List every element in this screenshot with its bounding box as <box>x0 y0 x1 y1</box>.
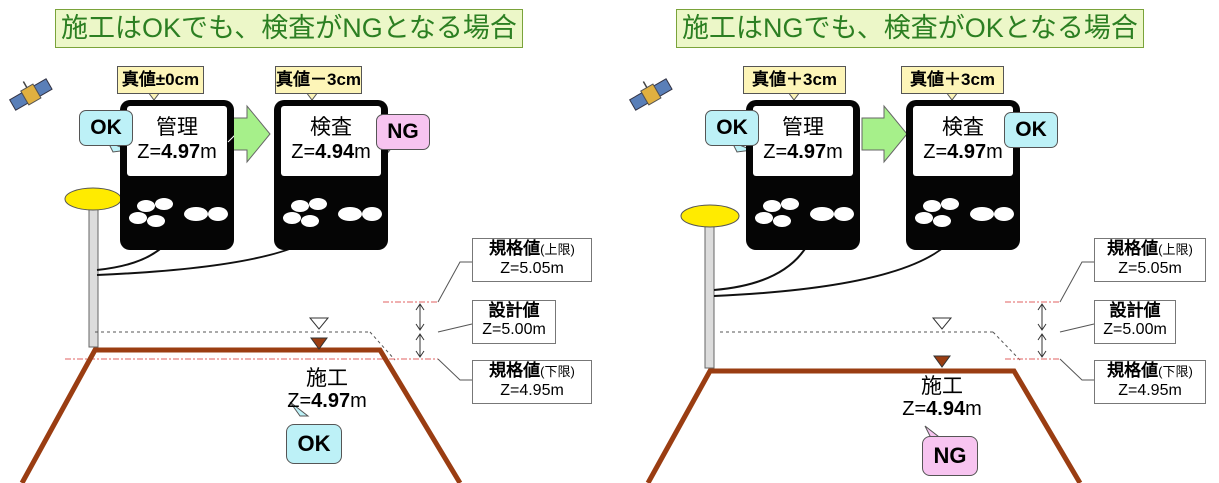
design-z: Z=5.00m <box>1103 321 1167 338</box>
spec-lower-label: 規格値 <box>1107 361 1159 380</box>
scenario-title: 施工はOKでも、検査がNGとなる場合 <box>55 9 523 48</box>
gnss-antenna-icon <box>64 187 122 211</box>
right-scenario-panel: 施工はNGでも、検査がOKとなる場合 真値＋3cm 管理 Z=4.97m OK … <box>610 0 1219 483</box>
spec-lower-z: Z=4.95m <box>500 382 564 399</box>
work-surface <box>19 347 463 483</box>
inspection-status-badge: OK <box>1004 112 1058 148</box>
device-label: 検査 <box>942 116 984 139</box>
device-reading: Z=4.97m <box>763 141 843 163</box>
control-status-badge: OK <box>705 110 759 146</box>
device-label: 管理 <box>782 116 824 139</box>
work-title: 施工 <box>306 367 348 390</box>
spec-upper-z: Z=5.05m <box>500 260 564 277</box>
device-label: 検査 <box>310 116 352 139</box>
spec-upper-box: 規格値(上限) Z=5.05m <box>1094 238 1206 282</box>
design-value-box: 設計値 Z=5.00m <box>472 300 556 344</box>
true-value-tag-control: 真値＋3cm <box>743 66 846 94</box>
device-reading: Z=4.94m <box>291 141 371 163</box>
work-title: 施工 <box>921 375 963 398</box>
spec-lower-z: Z=4.95m <box>1118 382 1182 399</box>
device-screen: 管理 Z=4.97m <box>127 106 227 176</box>
spec-upper-label: 規格値 <box>489 239 541 258</box>
work-result-badge: NG <box>922 436 978 476</box>
device-reading: Z=4.97m <box>137 141 217 163</box>
work-reading: Z=4.94m <box>902 398 982 420</box>
spec-upper-sub: (上限) <box>540 242 575 257</box>
satellite-icon <box>8 78 53 111</box>
spec-lower-label: 規格値 <box>489 361 541 380</box>
control-device: 管理 Z=4.97m <box>120 100 234 250</box>
device-buttons <box>915 198 1014 227</box>
true-value-tag-inspection: 真値－3cm <box>275 66 362 94</box>
device-reading: Z=4.97m <box>923 141 1003 163</box>
spec-upper-box: 規格値(上限) Z=5.05m <box>472 238 592 282</box>
design-label: 設計値 <box>488 301 540 320</box>
work-label: 施工 Z=4.97m <box>272 367 382 413</box>
spec-upper-label: 規格値 <box>1107 239 1159 258</box>
work-label: 施工 Z=4.94m <box>887 375 997 421</box>
device-screen: 検査 Z=4.94m <box>281 106 381 176</box>
device-buttons <box>755 198 854 227</box>
device-screen: 管理 Z=4.97m <box>753 106 853 176</box>
control-status-badge: OK <box>79 110 133 146</box>
left-diagram-graphics <box>8 78 473 483</box>
transfer-arrow <box>861 104 908 164</box>
device-screen: 検査 Z=4.97m <box>913 106 1013 176</box>
work-reading: Z=4.97m <box>287 390 367 412</box>
inspection-status-badge: NG <box>376 114 430 150</box>
design-z: Z=5.00m <box>482 321 546 338</box>
device-label: 管理 <box>156 116 198 139</box>
left-scenario-panel: 施工はOKでも、検査がNGとなる場合 真値±0cm 管理 Z=4.97m OK … <box>0 0 609 483</box>
inspection-device: 検査 Z=4.94m <box>274 100 388 250</box>
spec-lower-sub: (下限) <box>540 364 575 379</box>
control-device: 管理 Z=4.97m <box>746 100 860 250</box>
device-buttons <box>129 135 234 227</box>
gnss-antenna-icon <box>680 204 740 228</box>
spec-lower-box: 規格値(下限) Z=4.95m <box>472 360 592 404</box>
inspection-device: 検査 Z=4.97m <box>906 100 1020 250</box>
scenario-title: 施工はNGでも、検査がOKとなる場合 <box>676 9 1144 48</box>
work-result-badge: OK <box>286 424 342 464</box>
device-buttons <box>283 198 382 227</box>
design-value-box: 設計値 Z=5.00m <box>1094 300 1176 344</box>
spec-upper-z: Z=5.05m <box>1118 260 1182 277</box>
true-value-tag-inspection: 真値＋3cm <box>901 66 1004 94</box>
work-surface <box>645 368 1083 483</box>
spec-lower-sub: (下限) <box>1158 364 1193 379</box>
spec-lower-box: 規格値(下限) Z=4.95m <box>1094 360 1206 404</box>
design-label: 設計値 <box>1109 301 1161 320</box>
spec-upper-sub: (上限) <box>1158 242 1193 257</box>
true-value-tag-control: 真値±0cm <box>117 66 204 94</box>
satellite-icon <box>628 78 673 111</box>
